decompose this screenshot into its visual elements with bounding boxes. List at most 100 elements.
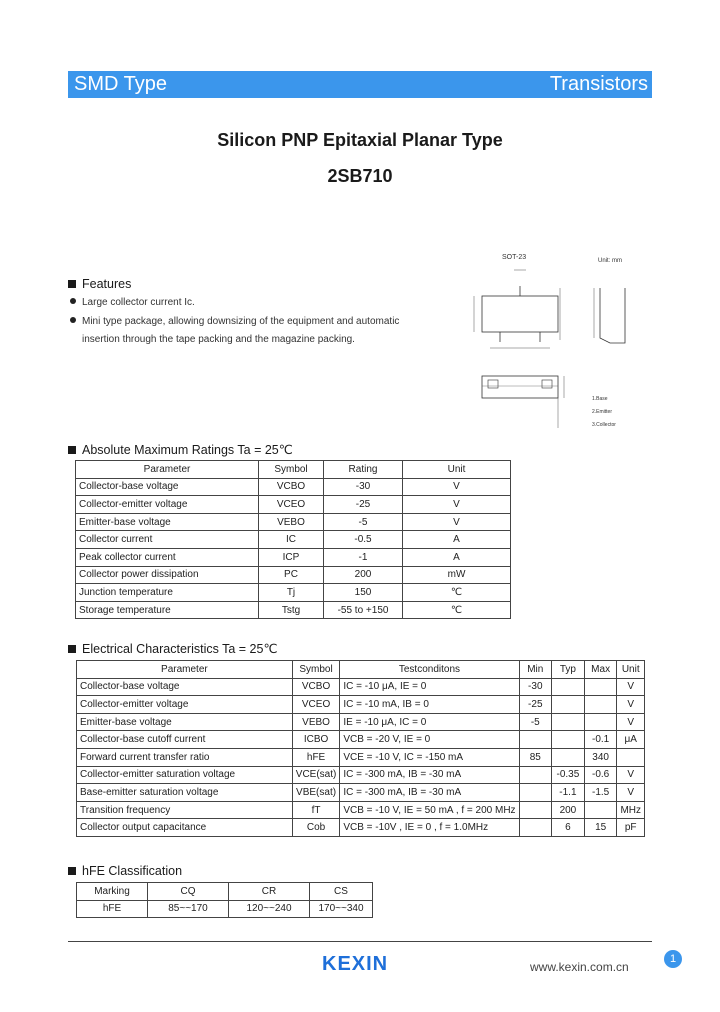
- table-cell: V: [616, 783, 645, 802]
- table-cell: IC = -300 mA, IB = -30 mA: [339, 765, 520, 785]
- table-cell: [551, 712, 585, 732]
- bullet-square-icon: [68, 645, 76, 653]
- table-header-row: Parameter Symbol Rating Unit: [75, 460, 511, 479]
- features-heading-text: Features: [82, 277, 132, 291]
- table-cell: -1: [323, 547, 403, 567]
- table-cell: V: [616, 765, 645, 785]
- table-cell: MHz: [616, 800, 645, 820]
- table-cell: Emitter-base voltage: [75, 512, 259, 532]
- table-cell: PC: [258, 565, 324, 585]
- elec-heading: Electrical Characteristics Ta = 25℃: [68, 641, 277, 656]
- abs-max-heading-text: Absolute Maximum Ratings Ta = 25℃: [82, 443, 293, 457]
- table-cell: 120~~240: [228, 899, 310, 919]
- column-header: CQ: [147, 882, 229, 901]
- column-header: Max: [583, 660, 618, 679]
- feature-text: Large collector current Ic.: [82, 297, 195, 308]
- column-header: Min: [518, 660, 553, 679]
- feature-item-continued: insertion through the tape packing and t…: [82, 334, 355, 345]
- package-outline-diagram: SOT-23 Unit: mm 1.Base 2.Emitter 3.Colle…: [473, 254, 626, 428]
- table-cell: Emitter-base voltage: [76, 712, 293, 732]
- table-cell: Junction temperature: [75, 583, 259, 602]
- table-cell: hFE: [291, 747, 341, 767]
- table-cell: [518, 730, 553, 749]
- table-cell: -25: [323, 495, 403, 514]
- table-cell: -0.5: [323, 530, 403, 549]
- website-link[interactable]: www.kexin.com.cn: [530, 960, 629, 974]
- table-cell: [583, 800, 618, 820]
- table-cell: -5: [518, 712, 553, 732]
- table-cell: 200: [551, 800, 585, 820]
- table-cell: [518, 818, 553, 837]
- bullet-square-icon: [68, 867, 76, 875]
- pin-label: 3.Collector: [592, 422, 616, 428]
- table-cell: -1.1: [551, 783, 585, 802]
- table-cell: [583, 695, 618, 714]
- table-cell: 15: [583, 818, 618, 837]
- hfe-class-table: Marking CQ CR CS hFE 85~~170 120~~240 17…: [76, 882, 373, 919]
- table-cell: VCEO: [291, 695, 341, 714]
- header-right-label: Transistors: [549, 73, 648, 95]
- table-cell: [583, 677, 618, 697]
- table-cell: Base-emitter saturation voltage: [76, 783, 293, 802]
- table-cell: Collector-emitter voltage: [76, 695, 293, 714]
- abs-max-heading: Absolute Maximum Ratings Ta = 25℃: [68, 442, 293, 457]
- table-cell: [518, 765, 553, 785]
- page-number: 1: [664, 950, 682, 968]
- hfe-heading-text: hFE Classification: [82, 864, 183, 878]
- table-cell: ℃: [402, 583, 511, 602]
- table-cell: Collector-emitter voltage: [75, 495, 259, 514]
- table-cell: [518, 783, 553, 802]
- table-cell: [551, 695, 585, 714]
- table-cell: Tstg: [258, 600, 324, 620]
- table-cell: VCB = -10V , IE = 0 , f = 1.0MHz: [339, 818, 520, 837]
- table-cell: V: [616, 712, 645, 732]
- table-cell: V: [402, 495, 511, 514]
- table-cell: fT: [291, 800, 341, 820]
- pin-label: 2.Emitter: [592, 409, 612, 415]
- table-cell: 150: [323, 583, 403, 602]
- table-cell: Cob: [291, 818, 341, 837]
- table-cell: 85: [518, 747, 553, 767]
- table-cell: Collector-base voltage: [76, 677, 293, 697]
- table-cell: IC = -10 μA, IE = 0: [339, 677, 520, 697]
- table-cell: Forward current transfer ratio: [76, 747, 293, 767]
- table-cell: Transition frequency: [76, 800, 293, 820]
- bullet-square-icon: [68, 280, 76, 288]
- elec-char-table: Parameter Symbol Testconditons Min Typ M…: [76, 660, 645, 837]
- table-cell: IC: [258, 530, 324, 549]
- part-number: 2SB710: [327, 166, 393, 186]
- table-cell: -5: [323, 512, 403, 532]
- table-cell: 200: [323, 565, 403, 585]
- table-cell: -0.6: [583, 765, 618, 785]
- table-cell: μA: [616, 730, 645, 749]
- table-cell: A: [402, 530, 511, 549]
- table-cell: [551, 730, 585, 749]
- kexin-logo: KEXIN: [322, 953, 389, 975]
- column-header: Symbol: [291, 660, 341, 679]
- table-cell: -25: [518, 695, 553, 714]
- table-cell: -0.1: [583, 730, 618, 749]
- hfe-heading: hFE Classification: [68, 864, 182, 878]
- table-cell: VBE(sat): [291, 783, 341, 802]
- table-cell: ℃: [402, 600, 511, 620]
- table-cell: [518, 800, 553, 820]
- table-cell: Collector current: [75, 530, 259, 549]
- table-cell: mW: [402, 565, 511, 585]
- table-cell: VCBO: [291, 677, 341, 697]
- table-cell: Peak collector current: [75, 547, 259, 567]
- table-header-row: Marking CQ CR CS: [76, 882, 373, 901]
- column-header: Marking: [76, 882, 148, 901]
- table-cell: Collector-base cutoff current: [76, 730, 293, 749]
- table-cell: VCB = -10 V, IE = 50 mA , f = 200 MHz: [339, 800, 520, 820]
- bullet-dot-icon: [70, 298, 76, 304]
- table-header-row: Parameter Symbol Testconditons Min Typ M…: [76, 660, 645, 679]
